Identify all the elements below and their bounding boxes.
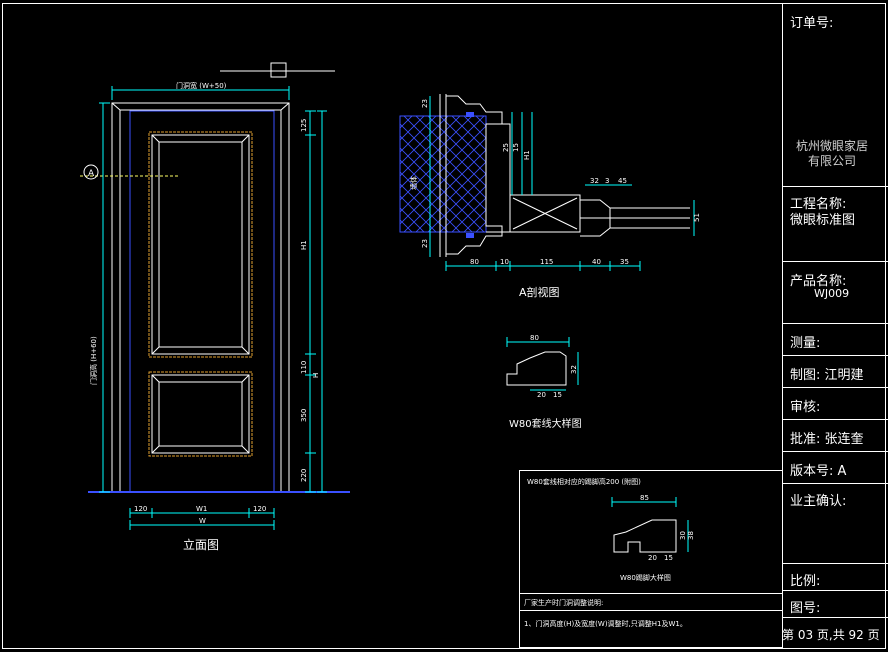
- product-label: 产品名称:: [790, 274, 847, 289]
- survey-row: 测量:: [782, 324, 888, 356]
- survey-label: 测量:: [790, 336, 821, 351]
- scale-label: 比例:: [790, 574, 821, 589]
- drawn-label: 制图: 江明建: [790, 368, 864, 383]
- elevation-left-height-dim: 门洞高 (H+60): [89, 336, 98, 385]
- version-label: 版本号: A: [790, 464, 847, 479]
- casing-bottom-dim-2: 15: [553, 391, 562, 399]
- section-a-view: 墙体 23 23 25 15 H1 32 3 45 51 80: [399, 94, 701, 299]
- section-left-dim-2: 23: [421, 239, 429, 248]
- lower-panel: [148, 371, 253, 457]
- kick-caption: W80踢脚大样图: [620, 573, 671, 582]
- check-row: 审核:: [782, 388, 888, 420]
- casing-caption: W80套线大样图: [509, 417, 582, 430]
- section-bottom-dim-3: 115: [540, 258, 553, 266]
- section-marker-label: A: [88, 169, 95, 179]
- order-row: 订单号: 杭州微眼家居 有限公司: [782, 4, 888, 187]
- door-casing: [111, 102, 290, 493]
- company-line-1: 杭州微眼家居: [796, 139, 869, 153]
- product-row: 产品名称: WJ009: [782, 262, 888, 324]
- section-bottom-dim-2: 10: [500, 258, 509, 266]
- section-top-dim-3: H1: [523, 150, 531, 160]
- elevation-right-dim-3: 110: [300, 361, 308, 374]
- elevation-bottom-total-dim: W: [199, 517, 206, 525]
- elevation-caption: 立面图: [183, 537, 219, 552]
- page-row: 第 03 页,共 92 页: [782, 618, 888, 648]
- title-block: 订单号: 杭州微眼家居 有限公司 工程名称: 微眼标准图 产品名称: WJ009…: [782, 4, 888, 648]
- notes-header: W80套线相对应的踢脚高200 (附图): [527, 477, 641, 486]
- drawing-no-label: 图号:: [790, 601, 821, 616]
- product-value: WJ009: [814, 287, 850, 300]
- elevation-right-dim-4: 350: [300, 409, 308, 422]
- drawn-row: 制图: 江明建: [782, 356, 888, 388]
- elevation-right-dim-5: 220: [300, 469, 308, 482]
- section-right-top-dim-1: 32: [590, 177, 599, 185]
- notes-item-1: 1、门洞高度(H)及宽度(W)调整时,只调整H1及W1。: [524, 619, 687, 628]
- order-no-label: 订单号:: [790, 16, 834, 31]
- casing-detail: 80 32 20 15 W80套线大样图: [506, 334, 582, 430]
- kick-side-dim-1: 30: [679, 531, 687, 540]
- drawing-no-row: 图号:: [782, 591, 888, 618]
- section-bottom-dim-4: 40: [592, 258, 601, 266]
- page-label: 第 03 页,共 92 页: [782, 628, 880, 642]
- elevation-right-total-dim: H: [312, 373, 320, 378]
- section-caption: A剖视图: [519, 285, 560, 299]
- owner-row: 业主确认:: [782, 484, 888, 564]
- elevation-right-dim-1: 125: [300, 119, 308, 132]
- section-right-top-dim-2: 3: [605, 177, 609, 185]
- version-row: 版本号: A: [782, 452, 888, 484]
- notes-panel: W80套线相对应的踢脚高200 (附图) 85 30 38 20 15 W80踢…: [519, 470, 783, 648]
- casing-side-dim: 32: [570, 365, 578, 374]
- elevation-right-dim-2: H1: [300, 240, 308, 250]
- scale-row: 比例:: [782, 564, 888, 591]
- section-bottom-dim-5: 35: [620, 258, 629, 266]
- wall-label: 墙体: [409, 176, 418, 190]
- upper-panel: [148, 131, 253, 358]
- company-line-2: 有限公司: [808, 154, 857, 168]
- elevation-bottom-dim-1: 120: [134, 505, 147, 513]
- casing-top-dim: 80: [530, 334, 539, 342]
- section-top-dim-2: 15: [512, 143, 520, 152]
- section-left-dim-1: 23: [421, 99, 429, 108]
- project-row: 工程名称: 微眼标准图: [782, 187, 888, 262]
- kick-bottom-dim-1: 20: [648, 554, 657, 562]
- elevation-view: A 门洞宽 (W+50) 门洞高 (H+60) 125 H1 110 350 2…: [80, 62, 350, 552]
- section-top-dim-1: 25: [502, 143, 510, 152]
- section-right-dim: 51: [693, 213, 701, 222]
- check-label: 审核:: [790, 400, 821, 415]
- kick-bottom-dim-2: 15: [664, 554, 673, 562]
- elevation-bottom-dim-3: 120: [253, 505, 266, 513]
- section-right-top-dim-3: 45: [618, 177, 627, 185]
- elevation-bottom-dim-2: W1: [196, 505, 207, 513]
- kick-top-dim: 85: [640, 494, 649, 502]
- drawing-frame: [2, 3, 886, 649]
- project-label: 工程名称:: [790, 197, 847, 212]
- casing-bottom-dim-1: 20: [537, 391, 546, 399]
- approve-label: 批准: 张连奎: [790, 432, 864, 447]
- kick-side-dim-2: 38: [687, 531, 695, 540]
- elevation-top-width-dim: 门洞宽 (W+50): [176, 81, 227, 90]
- project-value: 微眼标准图: [790, 213, 856, 228]
- section-bottom-dim-1: 80: [470, 258, 479, 266]
- wall-hatch: [399, 115, 487, 233]
- approve-row: 批准: 张连奎: [782, 420, 888, 452]
- owner-label: 业主确认:: [790, 494, 847, 509]
- notes-section-title: 厂家生产时门洞调整说明:: [524, 598, 603, 607]
- section-marker: [83, 164, 99, 180]
